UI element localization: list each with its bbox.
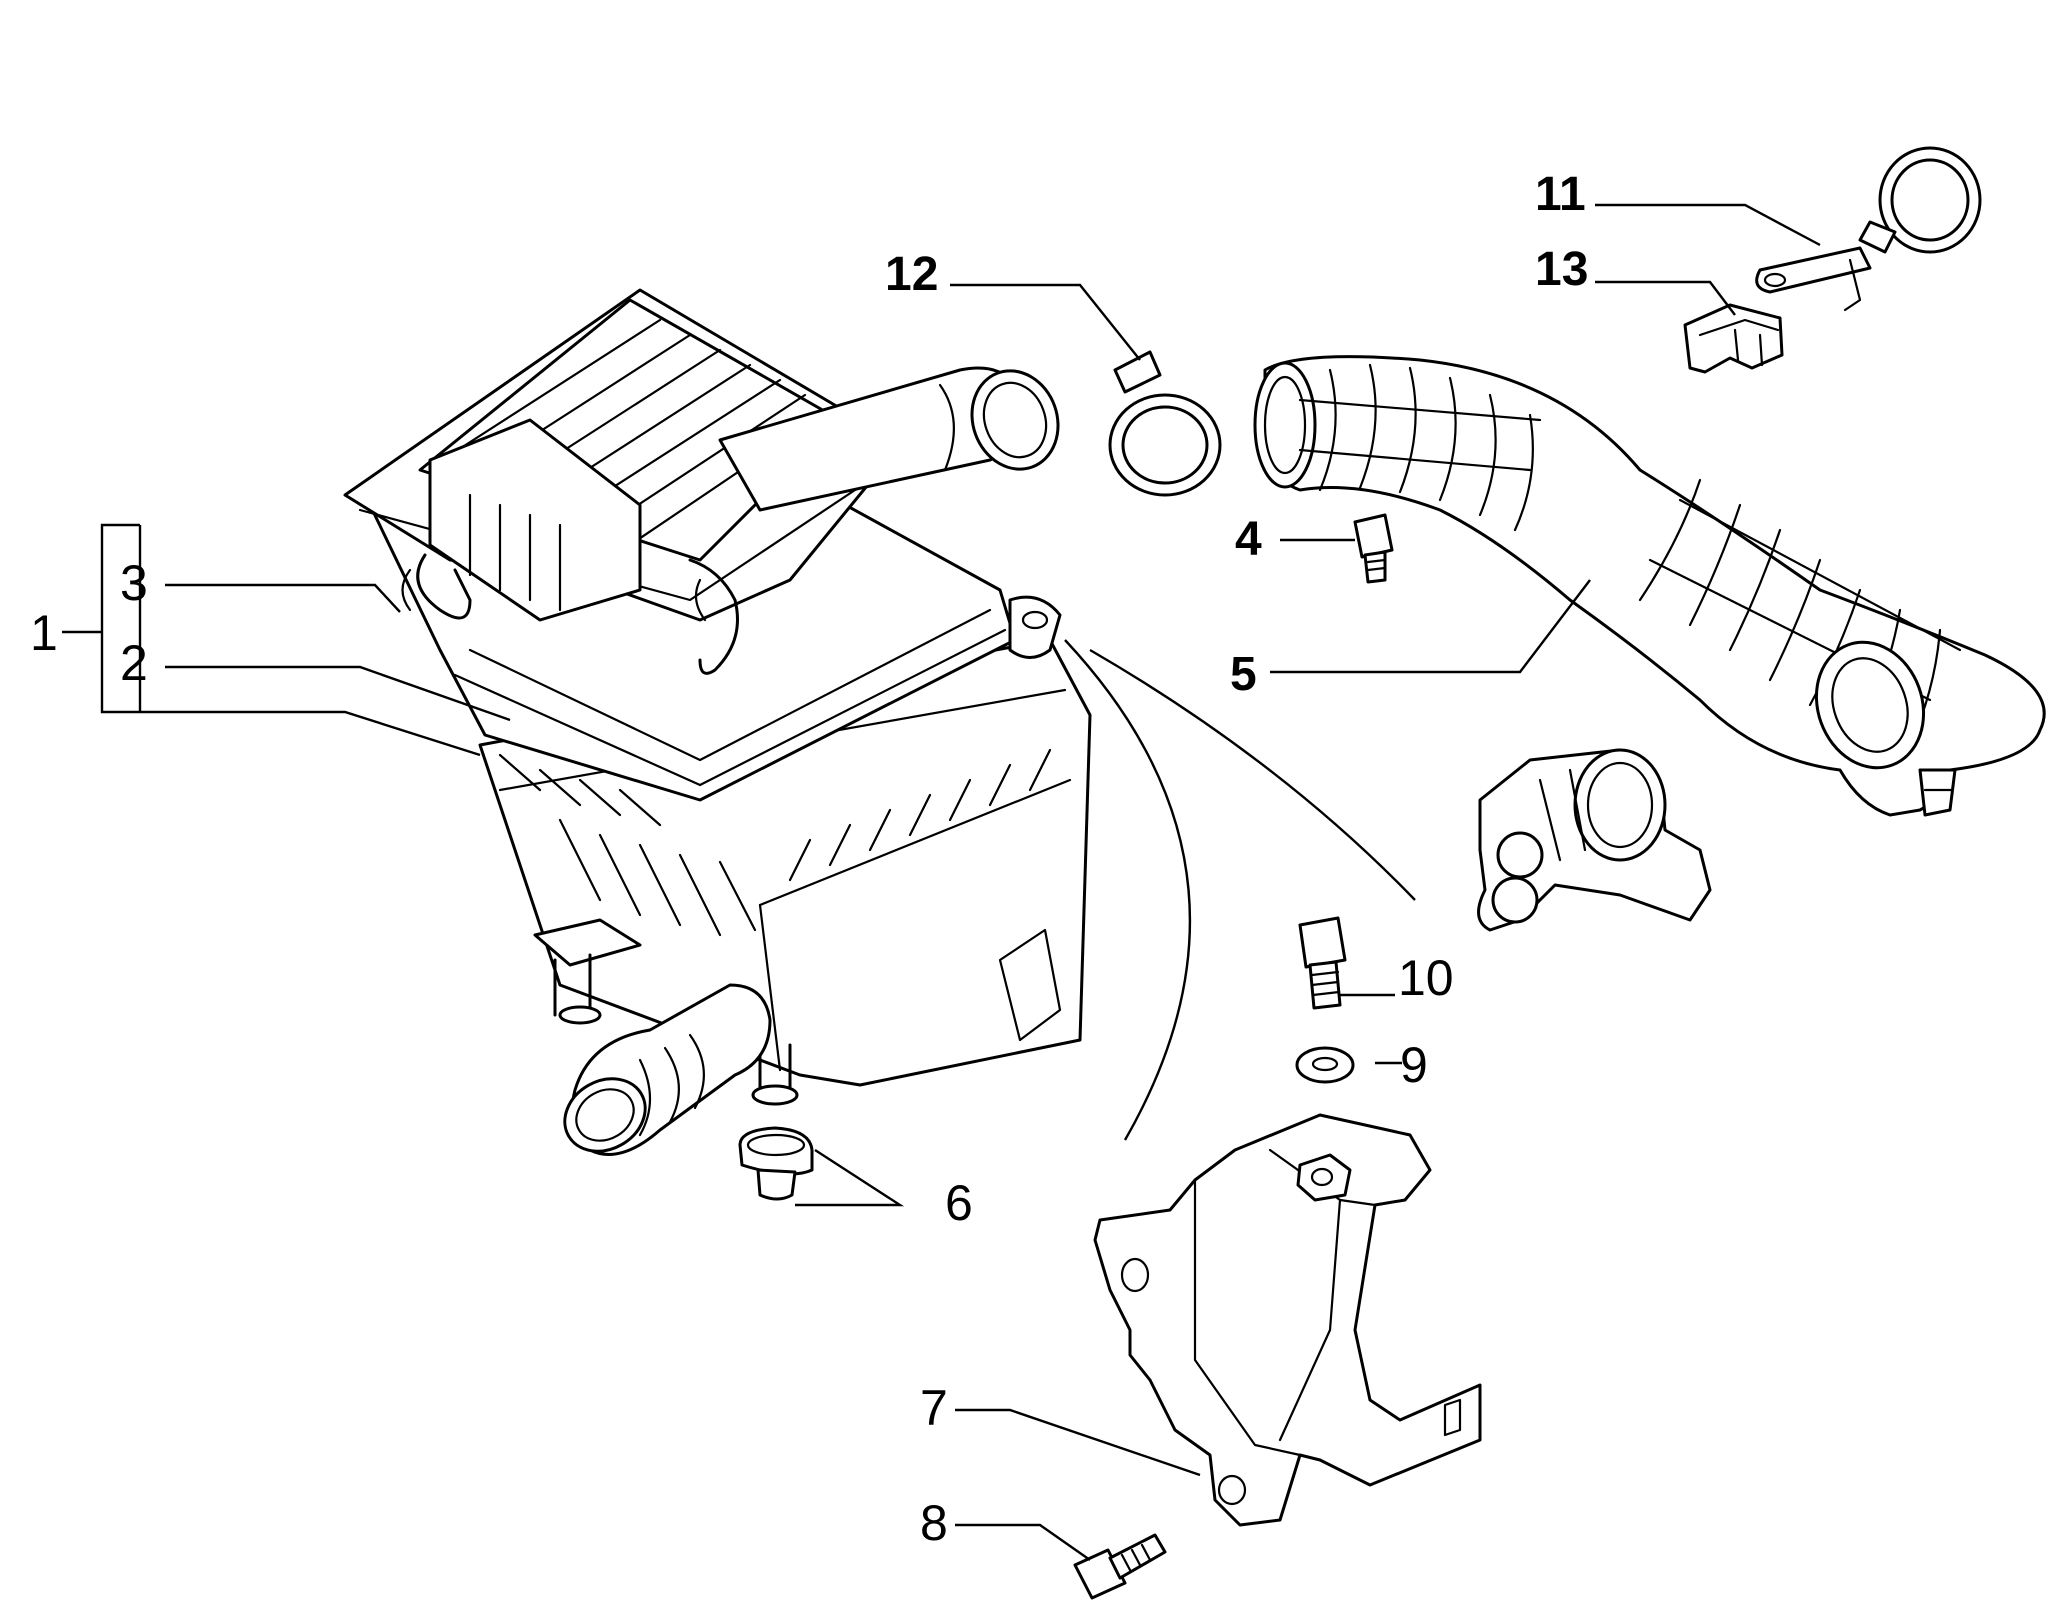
callout-9: 9 xyxy=(1400,1037,1428,1093)
hose-bracket-11 xyxy=(1755,146,1982,312)
throttle-body xyxy=(1477,748,1712,932)
callout-4: 4 xyxy=(1235,513,1262,566)
support-bracket-7 xyxy=(1093,1113,1482,1527)
air-intake-hose xyxy=(1253,355,2046,817)
bolt-10 xyxy=(1298,916,1347,1010)
callout-1: 1 xyxy=(30,605,58,661)
callout-bracket-1 xyxy=(62,523,142,714)
washer-9 xyxy=(1295,1046,1355,1084)
callout-11: 11 xyxy=(1535,168,1586,221)
callout-2: 2 xyxy=(120,635,148,691)
retaining-clip-13 xyxy=(1683,303,1784,374)
callout-labels: 1 3 2 4 5 6 7 8 9 10 11 13 12 xyxy=(30,168,1588,1551)
bolt-4 xyxy=(1353,513,1394,584)
callout-5: 5 xyxy=(1230,648,1257,701)
rubber-grommet-6 xyxy=(738,1126,814,1201)
callout-8: 8 xyxy=(920,1495,948,1551)
air-filter-cover xyxy=(343,288,1062,675)
callout-3: 3 xyxy=(120,555,148,611)
assembly-guide-arc xyxy=(1064,639,1191,1141)
leader-lines xyxy=(140,203,1821,1561)
bolt-8 xyxy=(1073,1533,1167,1600)
callout-7: 7 xyxy=(920,1380,948,1436)
callout-13: 13 xyxy=(1535,243,1588,296)
callout-6: 6 xyxy=(945,1175,973,1231)
hose-clamp-12 xyxy=(1108,350,1222,497)
callout-12: 12 xyxy=(885,248,938,301)
assembly-guide-line-10 xyxy=(1089,648,1416,901)
callout-10: 10 xyxy=(1398,950,1454,1006)
